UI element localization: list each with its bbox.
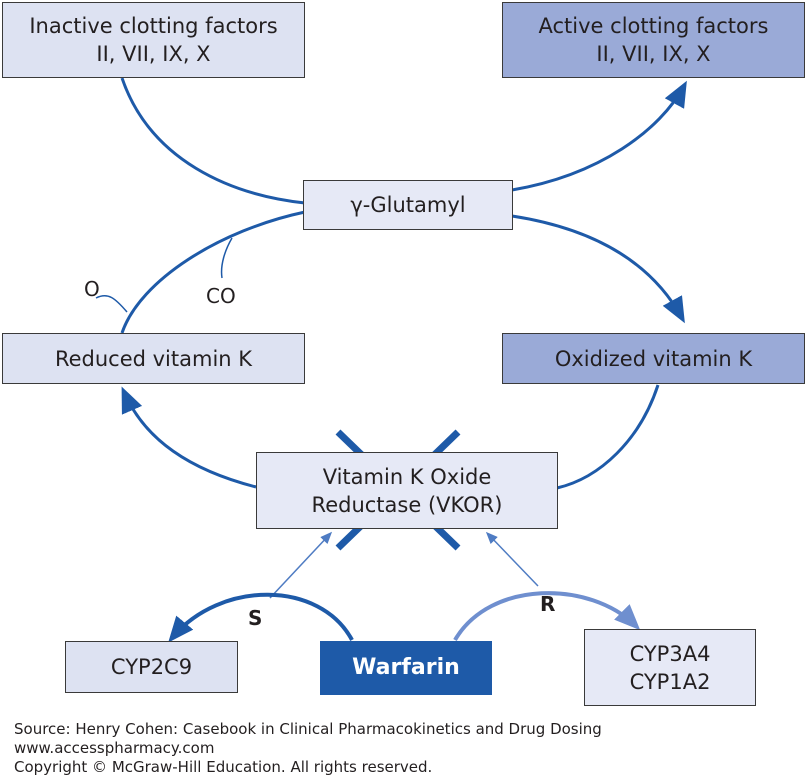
- warfarin-label: Warfarin: [352, 655, 460, 680]
- vkor-box: Vitamin K Oxide Reductase (VKOR): [256, 452, 558, 529]
- warfarin-box: Warfarin: [320, 641, 492, 695]
- o-label: O: [84, 277, 100, 301]
- arc-glutamyl-to-active: [511, 80, 687, 192]
- r-label: R: [540, 592, 556, 616]
- arc-oxidized-to-vkor: [556, 384, 660, 490]
- arc-warfarin-to-cyp2c9: [168, 592, 354, 643]
- active-line2: II, VII, IX, X: [596, 42, 711, 66]
- source-line: Source: Henry Cohen: Casebook in Clinica…: [14, 720, 602, 738]
- arc-reduced-to-glutamyl: [120, 210, 306, 334]
- arc-glutamyl-to-oxidized: [511, 214, 685, 324]
- inactive-line1: Inactive clotting factors: [29, 14, 278, 38]
- co-curl: [220, 237, 233, 279]
- cyp3a4-label: CYP3A4: [629, 641, 711, 666]
- arc-vkor-to-reduced: [121, 386, 257, 489]
- gamma-glutamyl-box: γ-Glutamyl: [303, 180, 513, 230]
- active-line1: Active clotting factors: [538, 14, 769, 38]
- inactive-clotting-factors-box: Inactive clotting factors II, VII, IX, X: [2, 2, 305, 78]
- inactive-line2: II, VII, IX, X: [96, 42, 211, 66]
- arc-warfarin-to-cyp3a4: [453, 591, 641, 642]
- o-curl: [95, 294, 128, 313]
- thin-arrow-r: [485, 531, 539, 587]
- copyright-line: Copyright © McGraw-Hill Education. All r…: [14, 758, 433, 776]
- cyp1a2-label: CYP1A2: [629, 669, 711, 694]
- gamma-glutamyl-label: γ-Glutamyl: [350, 193, 466, 217]
- oxidized-vitamin-k-box: Oxidized vitamin K: [502, 333, 805, 384]
- active-clotting-factors-box: Active clotting factors II, VII, IX, X: [502, 2, 805, 78]
- thin-arrow-s: [269, 531, 333, 599]
- website-line: www.accesspharmacy.com: [14, 739, 215, 757]
- cyp2c9-box: CYP2C9: [65, 641, 238, 693]
- reduced-label: Reduced vitamin K: [54, 346, 253, 371]
- arc-inactive-to-glutamyl: [120, 77, 306, 205]
- vkor-line2: Reductase (VKOR): [311, 492, 503, 517]
- oxidized-label: Oxidized vitamin K: [554, 346, 753, 371]
- reduced-vitamin-k-box: Reduced vitamin K: [2, 333, 305, 384]
- s-label: S: [248, 606, 263, 630]
- co-label: CO: [206, 284, 236, 308]
- cyp2c9-label: CYP2C9: [110, 655, 193, 679]
- cyp3a4-cyp1a2-box: CYP3A4 CYP1A2: [584, 629, 756, 706]
- vkor-line1: Vitamin K Oxide: [322, 464, 492, 489]
